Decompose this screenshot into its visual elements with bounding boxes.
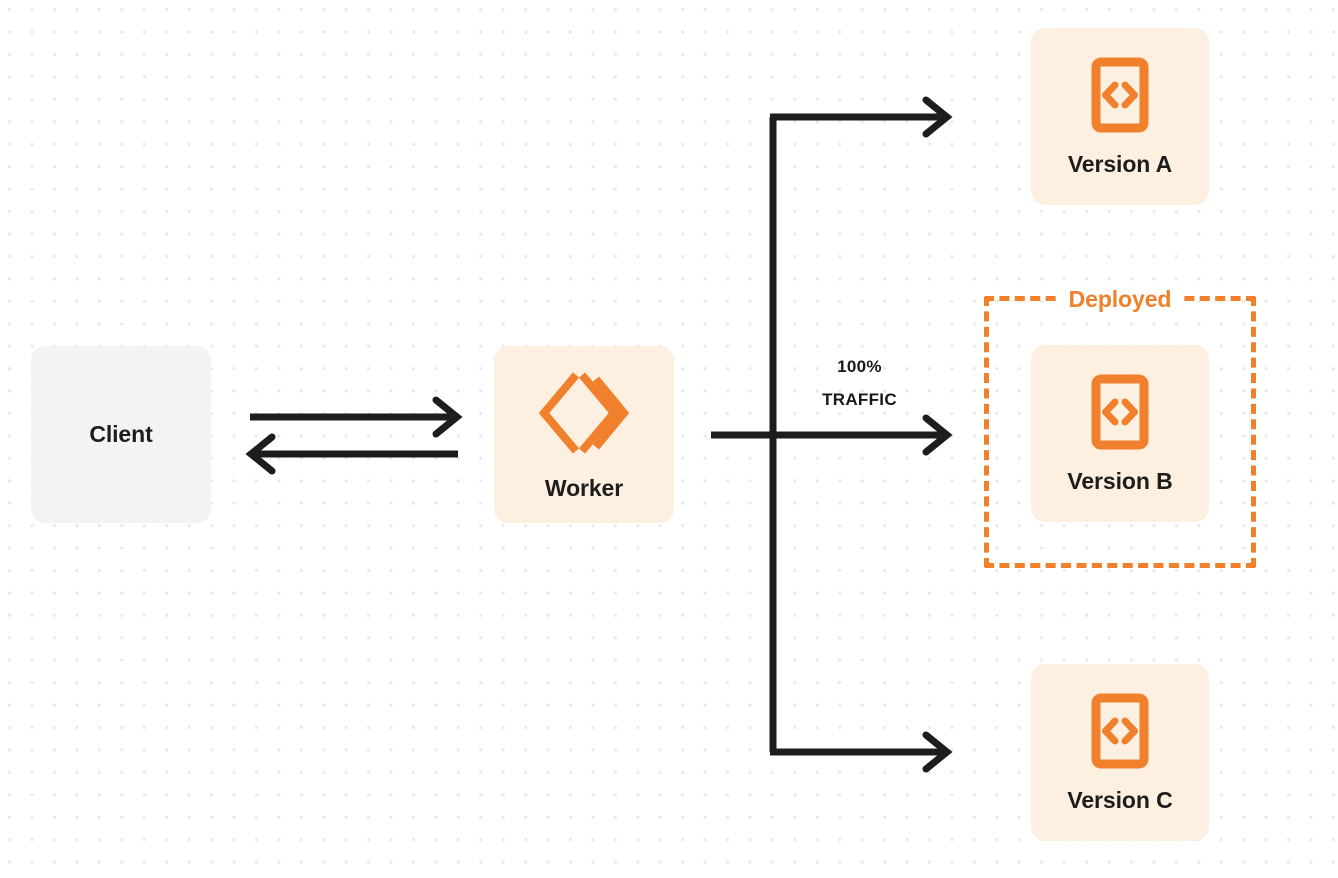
- node-client[interactable]: Client: [31, 346, 211, 523]
- node-worker-label: Worker: [544, 475, 624, 501]
- node-version-a[interactable]: Version A: [1031, 28, 1209, 205]
- group-deployed: Deployed: [984, 286, 1256, 568]
- node-version-c-label: Version C: [1067, 787, 1173, 813]
- node-worker[interactable]: Worker: [494, 346, 674, 523]
- code-file-icon: [1091, 374, 1149, 450]
- edge-client-to-worker: [250, 396, 463, 438]
- node-version-c[interactable]: Version C: [1031, 664, 1209, 841]
- node-version-a-label: Version A: [1067, 151, 1173, 177]
- node-version-b-label: Version B: [1067, 468, 1173, 494]
- code-file-icon: [1091, 57, 1149, 133]
- node-version-b[interactable]: Version B: [1031, 345, 1209, 522]
- edge-worker-to-client: [245, 433, 458, 475]
- traffic-percent: 100%: [837, 357, 882, 376]
- node-client-label: Client: [89, 421, 153, 447]
- edge-worker-to-version-c: [770, 731, 953, 773]
- code-file-icon: [1091, 693, 1149, 769]
- traffic-caption: TRAFFIC: [822, 390, 897, 410]
- edge-worker-to-version-b: [711, 414, 953, 456]
- edge-worker-to-version-a: [770, 96, 953, 138]
- group-deployed-label: Deployed: [1057, 286, 1183, 314]
- traffic-label: 100% TRAFFIC: [782, 350, 937, 416]
- cloudflare-workers-icon: [538, 369, 630, 457]
